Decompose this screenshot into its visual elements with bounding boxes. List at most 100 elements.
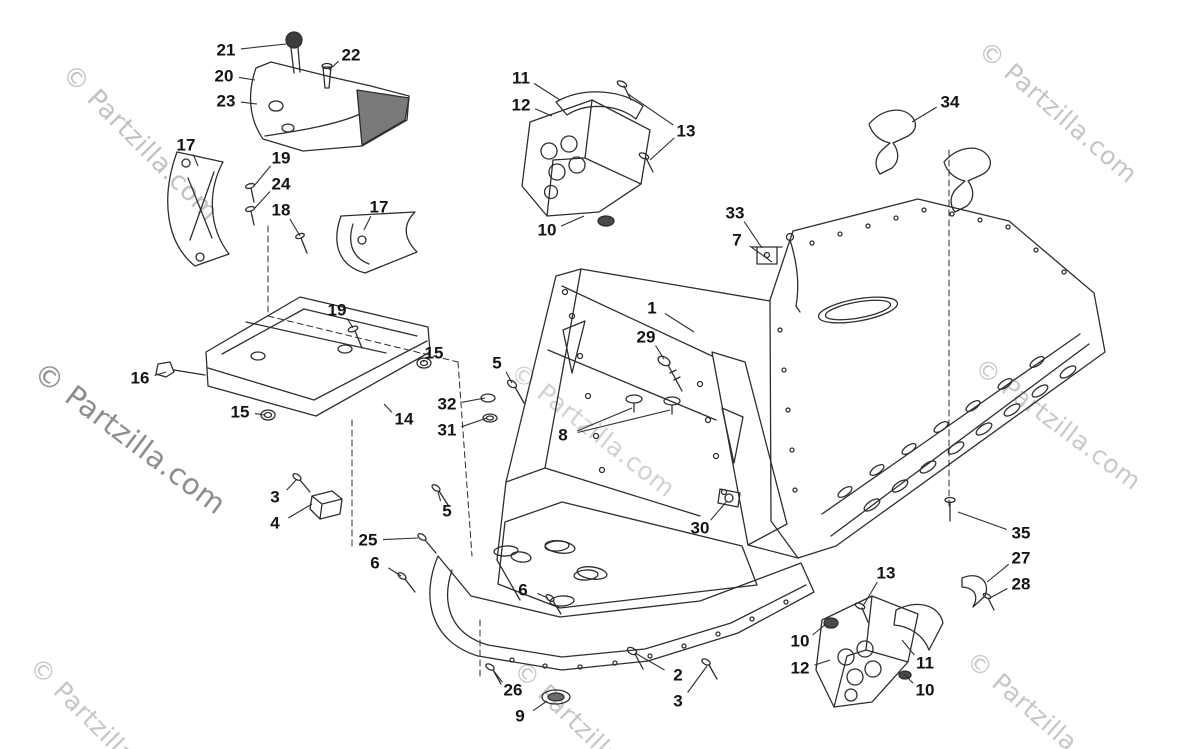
leader-line — [911, 106, 937, 123]
callout-32: 32 — [438, 395, 457, 414]
leader-line — [288, 503, 313, 519]
construction-lines — [268, 150, 949, 678]
callout-22: 22 — [342, 46, 361, 65]
bulkhead-frame — [497, 269, 798, 608]
callout-19: 19 — [272, 149, 291, 168]
leader-lines — [154, 43, 1010, 712]
callout-5: 5 — [492, 354, 501, 373]
leader-line — [655, 345, 665, 360]
leader-line — [989, 588, 1008, 599]
callout-15: 15 — [231, 403, 250, 422]
callout-25: 25 — [359, 531, 378, 550]
ball-stud — [286, 32, 302, 48]
leader-line — [363, 215, 372, 231]
callout-6: 6 — [518, 581, 527, 600]
leader-line — [154, 371, 167, 377]
callout-10: 10 — [538, 221, 557, 240]
callout-9: 9 — [515, 707, 524, 726]
leader-line — [634, 652, 665, 671]
leader-line — [649, 137, 675, 161]
leader-line — [986, 563, 1010, 583]
callout-33: 33 — [726, 204, 745, 223]
leader-line — [505, 371, 513, 384]
leader-line — [814, 659, 831, 666]
callout-30: 30 — [691, 519, 710, 538]
tunnel-outline — [770, 199, 1105, 558]
leader-line — [253, 165, 272, 187]
leader-line — [437, 491, 442, 502]
callout-13: 13 — [877, 564, 896, 583]
leader-line — [253, 191, 271, 210]
hatched-panel — [357, 90, 409, 145]
leader-line — [461, 397, 486, 403]
leader-line — [240, 43, 287, 50]
callout-35: 35 — [1012, 524, 1031, 543]
leader-line — [388, 567, 402, 577]
nut-15 — [417, 358, 431, 368]
callout-1: 1 — [647, 299, 656, 318]
diagram-linework — [156, 32, 1105, 707]
leader-line — [461, 417, 488, 428]
callout-13: 13 — [677, 122, 696, 141]
plug-10 — [598, 216, 614, 226]
leader-line — [664, 313, 695, 333]
leader-line — [537, 592, 549, 599]
leader-line — [577, 409, 671, 434]
callout-11: 11 — [916, 654, 934, 673]
plug-10 — [824, 618, 838, 628]
leader-line — [254, 412, 265, 416]
plug-9 — [542, 690, 570, 704]
leader-line — [382, 537, 419, 541]
leader-line — [422, 360, 425, 363]
leader-line — [576, 407, 633, 432]
callout-18: 18 — [272, 201, 291, 220]
upper-belly-pan — [251, 32, 409, 151]
callout-3: 3 — [673, 692, 682, 711]
leader-line — [328, 60, 339, 71]
bolt-16 — [156, 362, 205, 377]
steering-support-brackets — [168, 152, 417, 273]
callout-3: 3 — [270, 488, 279, 507]
tunnel — [770, 199, 1105, 558]
leader-line — [534, 108, 553, 117]
callout-16: 16 — [131, 369, 150, 388]
leader-line — [289, 218, 301, 237]
tunnel-vent — [817, 292, 900, 328]
callout-27: 27 — [1012, 549, 1031, 568]
callout-20: 20 — [215, 67, 234, 86]
leader-line — [533, 82, 561, 101]
leader-line — [238, 76, 256, 81]
hook-bracket-parts — [945, 498, 994, 611]
callout-6: 6 — [370, 554, 379, 573]
callout-2: 2 — [673, 666, 682, 685]
footrest-bracket-front — [522, 80, 653, 226]
callout-12: 12 — [512, 96, 531, 115]
leader-line — [710, 500, 728, 521]
callout-10: 10 — [916, 681, 935, 700]
callout-21: 21 — [217, 41, 236, 60]
front-frame-bracket — [156, 297, 431, 420]
callout-34: 34 — [941, 93, 960, 112]
callout-11: 11 — [512, 69, 530, 88]
callout-5: 5 — [442, 502, 451, 521]
leader-line — [240, 101, 258, 105]
leader-line — [743, 221, 763, 249]
callout-14: 14 — [395, 410, 414, 429]
leader-line — [346, 317, 354, 329]
leader-line — [192, 154, 199, 167]
callout-28: 28 — [1012, 575, 1031, 594]
leader-line — [627, 93, 674, 126]
rear-strap-brackets — [869, 110, 990, 212]
belly-pan — [430, 540, 814, 670]
leader-line — [560, 215, 585, 227]
callout-4: 4 — [270, 514, 280, 533]
leader-line — [812, 623, 827, 636]
small-fasteners — [292, 354, 740, 704]
leader-line — [492, 669, 503, 683]
leader-line — [383, 403, 393, 413]
cable-guide-parts — [752, 234, 800, 313]
leader-line — [687, 665, 708, 693]
